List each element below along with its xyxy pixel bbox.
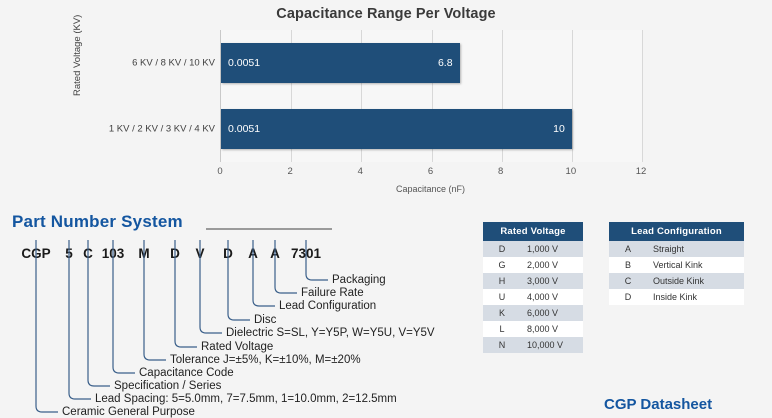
table-cell-code: H <box>483 273 521 289</box>
chart-gridline <box>571 30 573 162</box>
callout-label: Specification / Series <box>114 380 222 392</box>
x-axis-title: Capacitance (nF) <box>395 184 466 194</box>
callout-label: Failure Rate <box>301 287 364 299</box>
x-axis-tick-label: 6 <box>427 166 434 177</box>
table-cell-value: Outside Kink <box>647 273 744 289</box>
table-cell-value: 2,000 V <box>521 257 583 273</box>
table-cell-value: Inside Kink <box>647 289 744 305</box>
bar-min-value: 0.0051 <box>228 57 261 69</box>
chart-gridline <box>291 30 293 162</box>
leader-line <box>35 240 58 413</box>
bar-max-value: 10 <box>553 123 565 135</box>
callout-label: Rated Voltage <box>201 341 274 353</box>
table-cell-code: D <box>609 289 647 305</box>
callout-label: Tolerance J=±5%, K=±10%, M=±20% <box>170 354 361 366</box>
cgp-datasheet-link[interactable]: CGP Datasheet <box>604 396 713 413</box>
capacitance-chart: Capacitance Range Per Voltage Rated Volt… <box>0 0 772 205</box>
callout-label: Lead Spacing: 5=5.0mm, 7=7.5mm, 1=10.0mm… <box>95 393 397 405</box>
y-axis-category-label: 6 KV / 8 KV / 10 KV <box>132 57 215 69</box>
callout-leader-lines <box>35 240 328 413</box>
chart-bar: 1 KV / 2 KV / 3 KV / 4 KV 0.0051 10 <box>109 109 572 149</box>
table-cell-value: Straight <box>647 241 744 257</box>
leader-line <box>227 240 250 321</box>
callout-label: Ceramic General Purpose <box>62 406 195 418</box>
table-cell-value: 10,000 V <box>521 337 583 353</box>
table-cell-value: 6,000 V <box>521 305 583 321</box>
leader-line <box>112 240 135 374</box>
leader-line <box>143 240 166 361</box>
x-axis-tick-label: 4 <box>357 166 363 177</box>
chart-gridline <box>501 30 503 162</box>
chart-gridline <box>431 30 433 162</box>
table-cell-value: 1,000 V <box>521 241 583 257</box>
table-cell-code: N <box>483 337 521 353</box>
leader-line <box>174 240 197 348</box>
callout-label: Lead Configuration <box>279 300 377 312</box>
table-cell-code: K <box>483 305 521 321</box>
bar-max-value: 6.8 <box>437 57 453 69</box>
leader-line <box>274 240 297 294</box>
chart-gridline <box>642 30 643 162</box>
table-cell-code: D <box>483 241 521 257</box>
x-axis-tick-label: 10 <box>565 166 577 177</box>
table-cell-value: 8,000 V <box>521 321 583 337</box>
x-axis-tick-label: 12 <box>635 166 647 177</box>
callout-label: Dielectric S=SL, Y=Y5P, W=Y5U, V=Y5V <box>226 327 435 339</box>
callout-label: Packaging <box>332 274 386 286</box>
table-cell-code: C <box>609 273 647 289</box>
table-cell-code: G <box>483 257 521 273</box>
table-cell-code: L <box>483 321 521 337</box>
callout-label: Capacitance Code <box>139 367 234 379</box>
y-axis-title: Rated Voltage (KV) <box>72 14 83 96</box>
x-axis-tick-label: 0 <box>217 166 223 177</box>
leader-line <box>87 240 110 387</box>
table-cell-value: Vertical Kink <box>647 257 744 273</box>
table-cell-code: B <box>609 257 647 273</box>
page-title: Part Number System <box>12 212 183 231</box>
y-axis-category-label: 1 KV / 2 KV / 3 KV / 4 KV <box>108 123 215 135</box>
lead-config-table-header: Lead Configuration <box>609 222 744 241</box>
callout-label: Disc <box>254 314 277 326</box>
chart-plot-area: 6 KV / 8 KV / 10 KV 0.0051 6.8 1 KV / 2 KV … <box>109 30 643 162</box>
chart-gridline <box>361 30 363 162</box>
x-axis-tick-label: 2 <box>287 166 293 177</box>
leader-line <box>305 240 328 281</box>
leader-line <box>199 240 222 334</box>
x-axis-tick-label: 8 <box>498 166 504 177</box>
leader-line <box>252 240 275 307</box>
bar-min-value: 0.0051 <box>228 123 261 135</box>
title-divider <box>206 228 332 230</box>
table-cell-value: 3,000 V <box>521 273 583 289</box>
table-cell-code: A <box>609 241 647 257</box>
leader-line <box>68 240 91 400</box>
chart-bar: 6 KV / 8 KV / 10 KV 0.0051 6.8 <box>132 43 460 83</box>
table-cell-value: 4,000 V <box>521 289 583 305</box>
rated-voltage-table-header: Rated Voltage <box>483 222 583 241</box>
chart-title: Capacitance Range Per Voltage <box>276 6 496 22</box>
table-cell-code: U <box>483 289 521 305</box>
